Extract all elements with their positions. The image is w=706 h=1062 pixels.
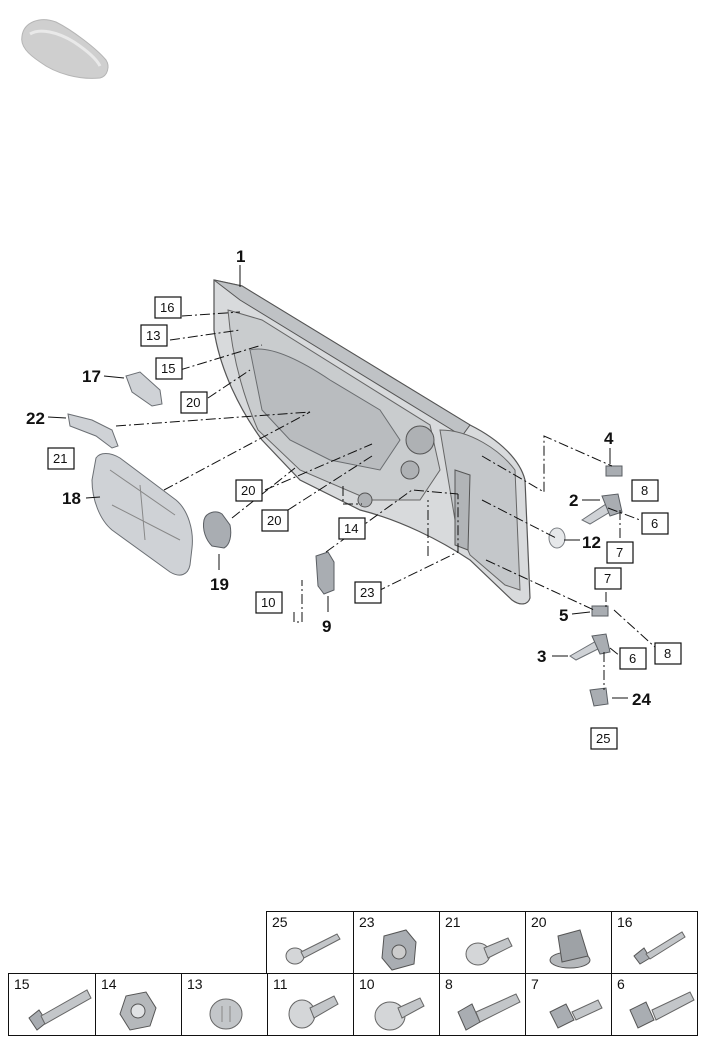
svg-text:25: 25 (596, 731, 610, 746)
cover-part (203, 511, 232, 549)
shoulder-bolt-icon (629, 991, 695, 1029)
fastener-cell-15: 15 (8, 973, 96, 1036)
flange-bolt-icon (457, 993, 521, 1031)
svg-text:14: 14 (344, 521, 358, 536)
box-8: 8 (631, 479, 659, 502)
grommet-part (548, 527, 566, 549)
box-20: 20 (261, 509, 289, 532)
box-6: 6 (619, 647, 647, 670)
callout-19: 19 (210, 575, 229, 594)
box-20: 20 (235, 479, 263, 502)
box-8: 8 (654, 642, 682, 665)
callout-17: 17 (82, 367, 101, 386)
svg-text:20: 20 (267, 513, 281, 528)
box-15: 15 (155, 357, 183, 380)
round-plug-icon (209, 998, 243, 1030)
callout-2: 2 (569, 491, 578, 510)
box-25: 25 (590, 727, 618, 750)
stop-part (591, 605, 609, 617)
svg-text:16: 16 (160, 300, 174, 315)
box-10: 10 (255, 591, 283, 614)
callout-18: 18 (62, 489, 81, 508)
fastener-cell-25: 25 (266, 911, 354, 974)
fastener-cell-6: 6 (611, 973, 698, 1036)
callout-1: 1 (236, 247, 245, 266)
hex-bolt-icon (28, 989, 92, 1031)
fastener-cell-13: 13 (181, 973, 268, 1036)
svg-text:7: 7 (616, 545, 623, 560)
door-shell (213, 279, 531, 605)
clip-nut-icon (381, 929, 417, 971)
box-6: 6 (641, 512, 669, 535)
box-16: 16 (154, 296, 182, 319)
callout-9: 9 (322, 617, 331, 636)
callout-12: 12 (582, 533, 601, 552)
bracket-part (589, 687, 609, 707)
callout-3: 3 (537, 647, 546, 666)
box-7: 7 (606, 541, 634, 564)
small-bolt-icon (633, 931, 686, 965)
box-14: 14 (338, 517, 366, 540)
box-21: 21 (47, 447, 75, 470)
fastener-cell-16: 16 (611, 911, 698, 974)
fastener-cell-21: 21 (439, 911, 526, 974)
stud-bolt-icon (549, 999, 603, 1029)
svg-text:15: 15 (161, 361, 175, 376)
box-7: 7 (594, 567, 622, 590)
callout-4: 4 (604, 429, 614, 448)
svg-text:13: 13 (146, 328, 160, 343)
callout-24: 24 (632, 690, 651, 709)
svg-text:21: 21 (53, 451, 67, 466)
button-head-screw-icon (285, 933, 341, 965)
svg-text:20: 20 (241, 483, 255, 498)
fastener-cell-20: 20 (525, 911, 612, 974)
hinge-part (581, 493, 623, 525)
fastener-cell-11: 11 (267, 973, 354, 1036)
pan-head-screw-icon (288, 995, 339, 1029)
svg-text:6: 6 (629, 651, 636, 666)
vehicle-silhouette-icon (21, 19, 109, 79)
fastener-cell-7: 7 (525, 973, 612, 1036)
box-13: 13 (140, 324, 168, 347)
trim-panel-part (91, 453, 193, 576)
stop-part (605, 465, 623, 477)
svg-text:10: 10 (261, 595, 275, 610)
svg-text:8: 8 (641, 483, 648, 498)
box-20: 20 (180, 391, 208, 414)
box-23: 23 (354, 581, 382, 604)
washer-screw-icon (374, 997, 425, 1031)
fastener-cell-14: 14 (95, 973, 182, 1036)
svg-text:6: 6 (651, 516, 658, 531)
fastener-cell-10: 10 (353, 973, 440, 1036)
callout-22: 22 (26, 409, 45, 428)
plastic-clip-icon (549, 929, 591, 969)
svg-text:20: 20 (186, 395, 200, 410)
fastener-cell-8: 8 (439, 973, 526, 1036)
torx-pan-screw-icon (465, 937, 513, 966)
svg-text:7: 7 (604, 571, 611, 586)
bracket-part (125, 371, 163, 407)
svg-text:23: 23 (360, 585, 374, 600)
hex-flange-nut-icon (119, 991, 157, 1031)
fastener-cell-23: 23 (353, 911, 440, 974)
bracket-part (67, 413, 119, 449)
svg-text:8: 8 (664, 646, 671, 661)
callout-5: 5 (559, 606, 568, 625)
lock-part (315, 551, 335, 595)
hinge-part (569, 633, 611, 661)
